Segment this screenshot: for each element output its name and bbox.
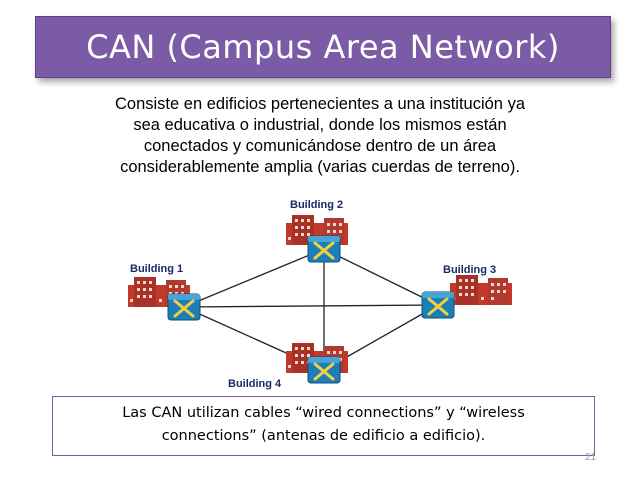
link-1-2 xyxy=(183,248,325,308)
page-number: 21 xyxy=(585,452,597,463)
building-label: Building 4 xyxy=(228,378,282,390)
intro-line: sea educativa o industrial, donde los mi… xyxy=(133,116,507,134)
building-label: Building 3 xyxy=(443,264,496,276)
building-1: Building 1 xyxy=(128,263,202,322)
footer-line: Las CAN utilizan cables “wired connectio… xyxy=(122,405,525,421)
link-1-3 xyxy=(183,304,439,308)
building-label: Building 2 xyxy=(290,199,343,211)
campus-network-diagram: Building 2 Building 1 Building 3 Buildin… xyxy=(128,199,512,390)
footer-note-box: Las CAN utilizan cables “wired connectio… xyxy=(52,396,595,456)
title-banner: CAN (Campus Area Network) xyxy=(35,16,611,78)
network-links xyxy=(183,248,439,371)
building-label: Building 1 xyxy=(130,263,183,275)
building-4: Building 4 xyxy=(228,343,348,390)
intro-line: Consiste en edificios pertenecientes a u… xyxy=(115,95,525,113)
building-3: Building 3 xyxy=(420,264,512,320)
footer-line: connections” (antenas de edificio a edif… xyxy=(161,428,486,444)
link-2-3 xyxy=(323,248,439,306)
intro-line: conectados y comunicándose dentro de un … xyxy=(143,137,497,155)
building-2: Building 2 xyxy=(286,199,348,264)
intro-text: Consiste en edificios pertenecientes a u… xyxy=(40,94,600,178)
slide-title: CAN (Campus Area Network) xyxy=(86,28,560,66)
intro-line: considerablemente amplia (varias cuerdas… xyxy=(120,158,520,176)
